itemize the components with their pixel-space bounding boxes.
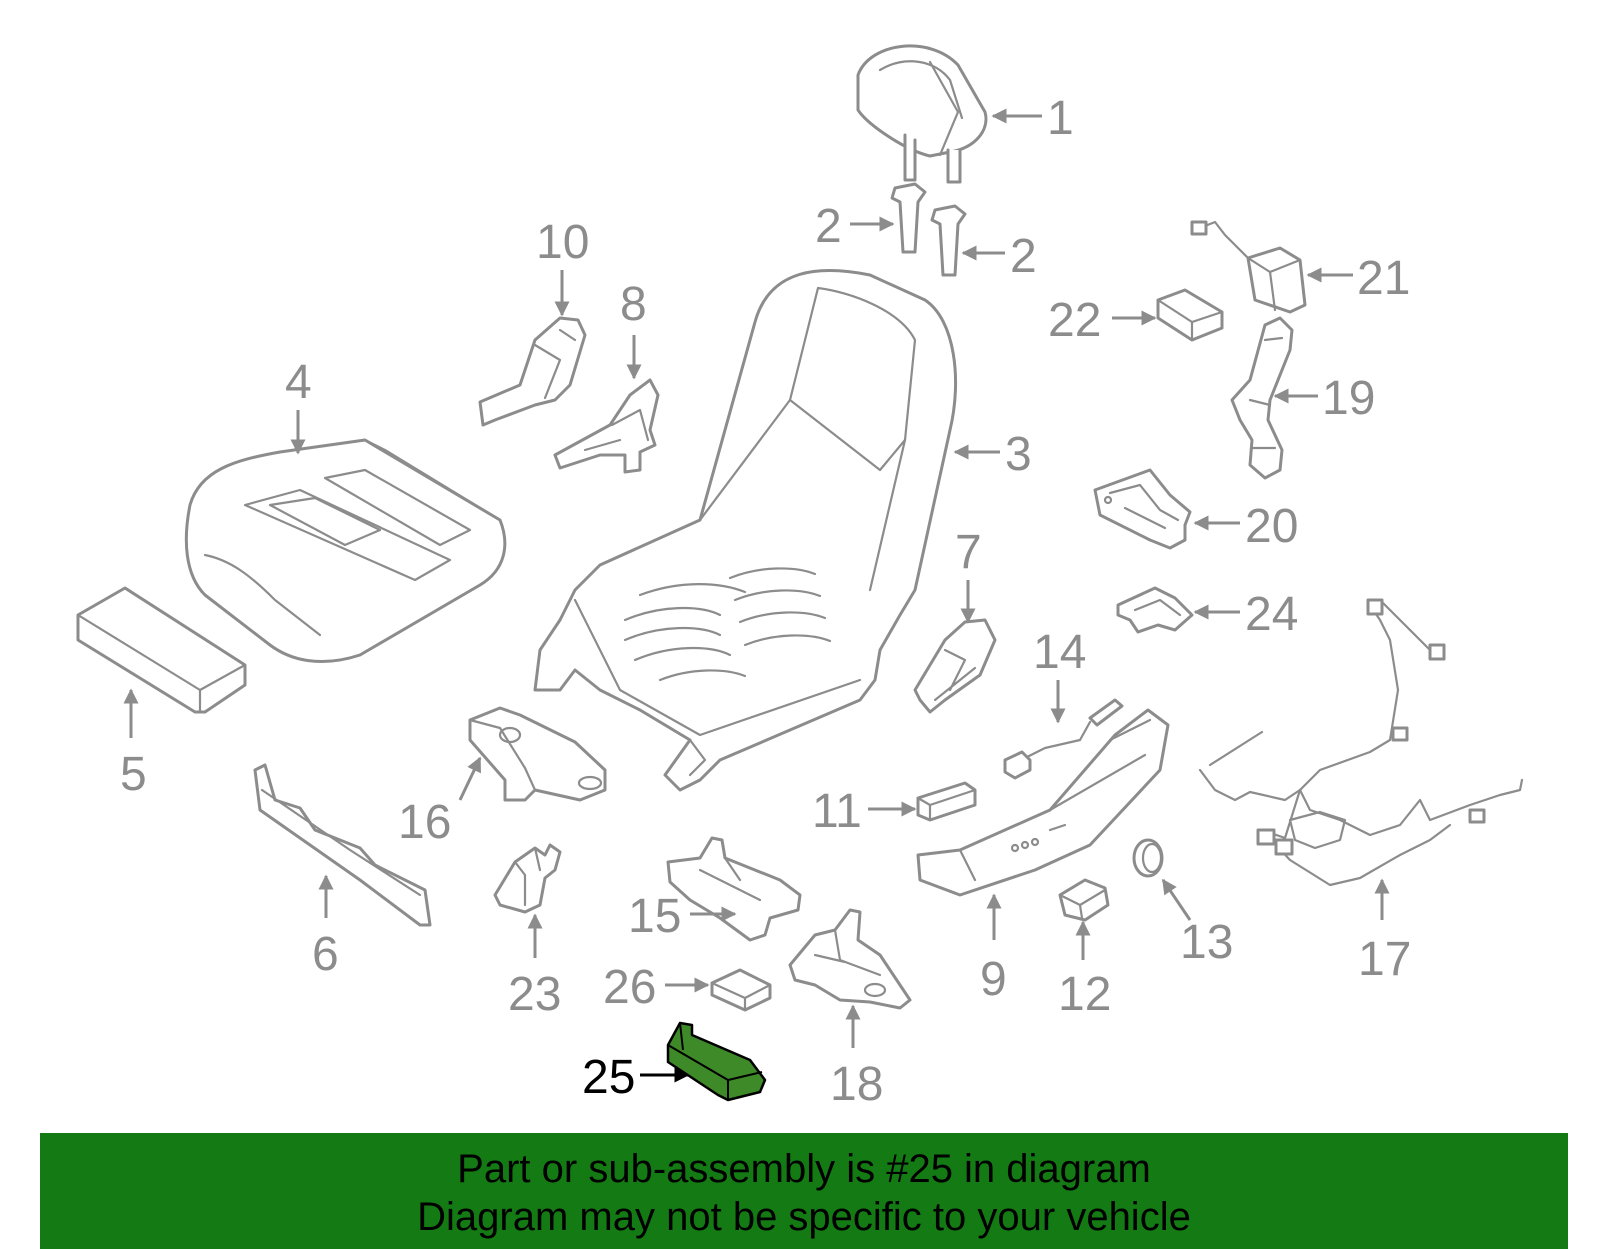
part-7-bracket[interactable] [913, 618, 997, 714]
part-11-switch-cover[interactable] [916, 781, 977, 822]
part-15-bracket[interactable] [666, 836, 802, 942]
callout-15: 15 [628, 890, 681, 943]
part-13-cap[interactable] [1132, 838, 1164, 878]
info-banner: Part or sub-assembly is #25 in diagram D… [40, 1133, 1568, 1249]
callout-19: 19 [1322, 372, 1375, 425]
part-20-bracket[interactable] [1093, 468, 1192, 550]
callout-7: 7 [955, 526, 982, 579]
part-10-bracket[interactable] [478, 316, 587, 427]
callout-11: 11 [812, 785, 862, 838]
part-21-module[interactable] [1190, 220, 1307, 314]
banner-part-text: Part or sub-assembly is #25 in diagram [457, 1147, 1151, 1191]
callout-9: 9 [980, 953, 1007, 1006]
callout-2a: 2 [815, 200, 842, 253]
part-14-harness[interactable] [1003, 698, 1124, 780]
part-4-seat-cushion[interactable] [184, 438, 507, 663]
part-25-highlighted[interactable] [666, 1021, 767, 1102]
callout-2b: 2 [1010, 230, 1037, 283]
part-22-module[interactable] [1156, 288, 1224, 342]
part-19-duct[interactable] [1230, 316, 1294, 480]
part-23-bracket[interactable] [493, 843, 562, 914]
part-5-cushion-pad[interactable] [76, 586, 247, 714]
part-2-guide-right[interactable] [930, 204, 967, 277]
callout-10: 10 [536, 216, 589, 269]
part-2-guide-left[interactable] [890, 182, 927, 254]
callout-23: 23 [508, 968, 561, 1021]
callout-17: 17 [1358, 933, 1411, 986]
callout-3: 3 [1005, 428, 1032, 481]
callout-18: 18 [830, 1058, 883, 1111]
banner-disclaimer-text: Diagram may not be specific to your vehi… [417, 1195, 1191, 1239]
callout-24: 24 [1245, 588, 1298, 641]
part-9-side-shield[interactable] [916, 708, 1170, 897]
callout-21: 21 [1357, 252, 1410, 305]
part-8-bracket[interactable] [553, 378, 660, 474]
callout-20: 20 [1245, 500, 1298, 553]
callout-5: 5 [120, 748, 147, 801]
callout-22: 22 [1048, 294, 1101, 347]
callout-14: 14 [1033, 626, 1086, 679]
part-18-bracket[interactable] [788, 908, 912, 1010]
part-17-wiring-harness[interactable] [1198, 598, 1524, 887]
callout-26: 26 [603, 961, 656, 1014]
callout-4: 4 [285, 356, 312, 409]
callout-12: 12 [1058, 968, 1111, 1021]
callout-1: 1 [1047, 92, 1074, 145]
callout-16: 16 [398, 796, 451, 849]
part-24-bracket[interactable] [1116, 586, 1194, 634]
callout-13: 13 [1180, 916, 1233, 969]
part-6-side-trim[interactable] [253, 763, 432, 927]
part-3-seat-back[interactable] [533, 269, 958, 792]
part-16-bracket[interactable] [468, 706, 607, 802]
callout-6: 6 [312, 928, 339, 981]
part-1-headrest[interactable] [856, 44, 988, 184]
callout-8: 8 [620, 278, 647, 331]
part-26-pad[interactable] [710, 968, 772, 1012]
callout-25: 25 [582, 1051, 635, 1104]
part-12-knob[interactable] [1058, 878, 1110, 922]
